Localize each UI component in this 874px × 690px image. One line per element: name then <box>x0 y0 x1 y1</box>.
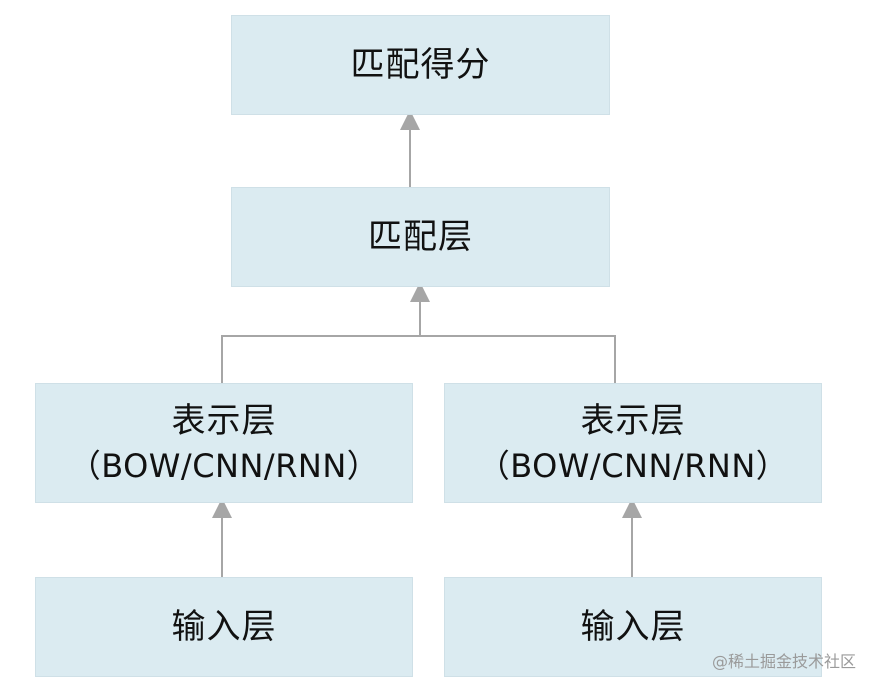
node-match-score-label: 匹配得分 <box>350 45 491 85</box>
connector-rep-left-join <box>221 335 420 383</box>
node-input-right-label: 输入层 <box>580 607 686 647</box>
watermark-text: @稀土掘金技术社区 <box>711 652 856 671</box>
node-representation-right-label: 表示层 <box>580 401 686 441</box>
node-representation-right-sublabel: （BOW/CNN/RNN） <box>477 447 789 485</box>
node-input-left: 输入层 <box>35 577 413 677</box>
node-match-layer-label: 匹配层 <box>368 217 473 257</box>
connector-rep-right-join <box>420 335 616 383</box>
node-match-score: 匹配得分 <box>231 15 610 115</box>
node-match-layer: 匹配层 <box>231 187 610 287</box>
node-representation-left-sublabel: （BOW/CNN/RNN） <box>68 447 380 485</box>
node-representation-left: 表示层 （BOW/CNN/RNN） <box>35 383 413 503</box>
node-input-right: 输入层 <box>444 577 822 677</box>
node-representation-right: 表示层 （BOW/CNN/RNN） <box>444 383 822 503</box>
node-input-left-label: 输入层 <box>171 607 277 647</box>
node-representation-left-label: 表示层 <box>171 401 277 441</box>
